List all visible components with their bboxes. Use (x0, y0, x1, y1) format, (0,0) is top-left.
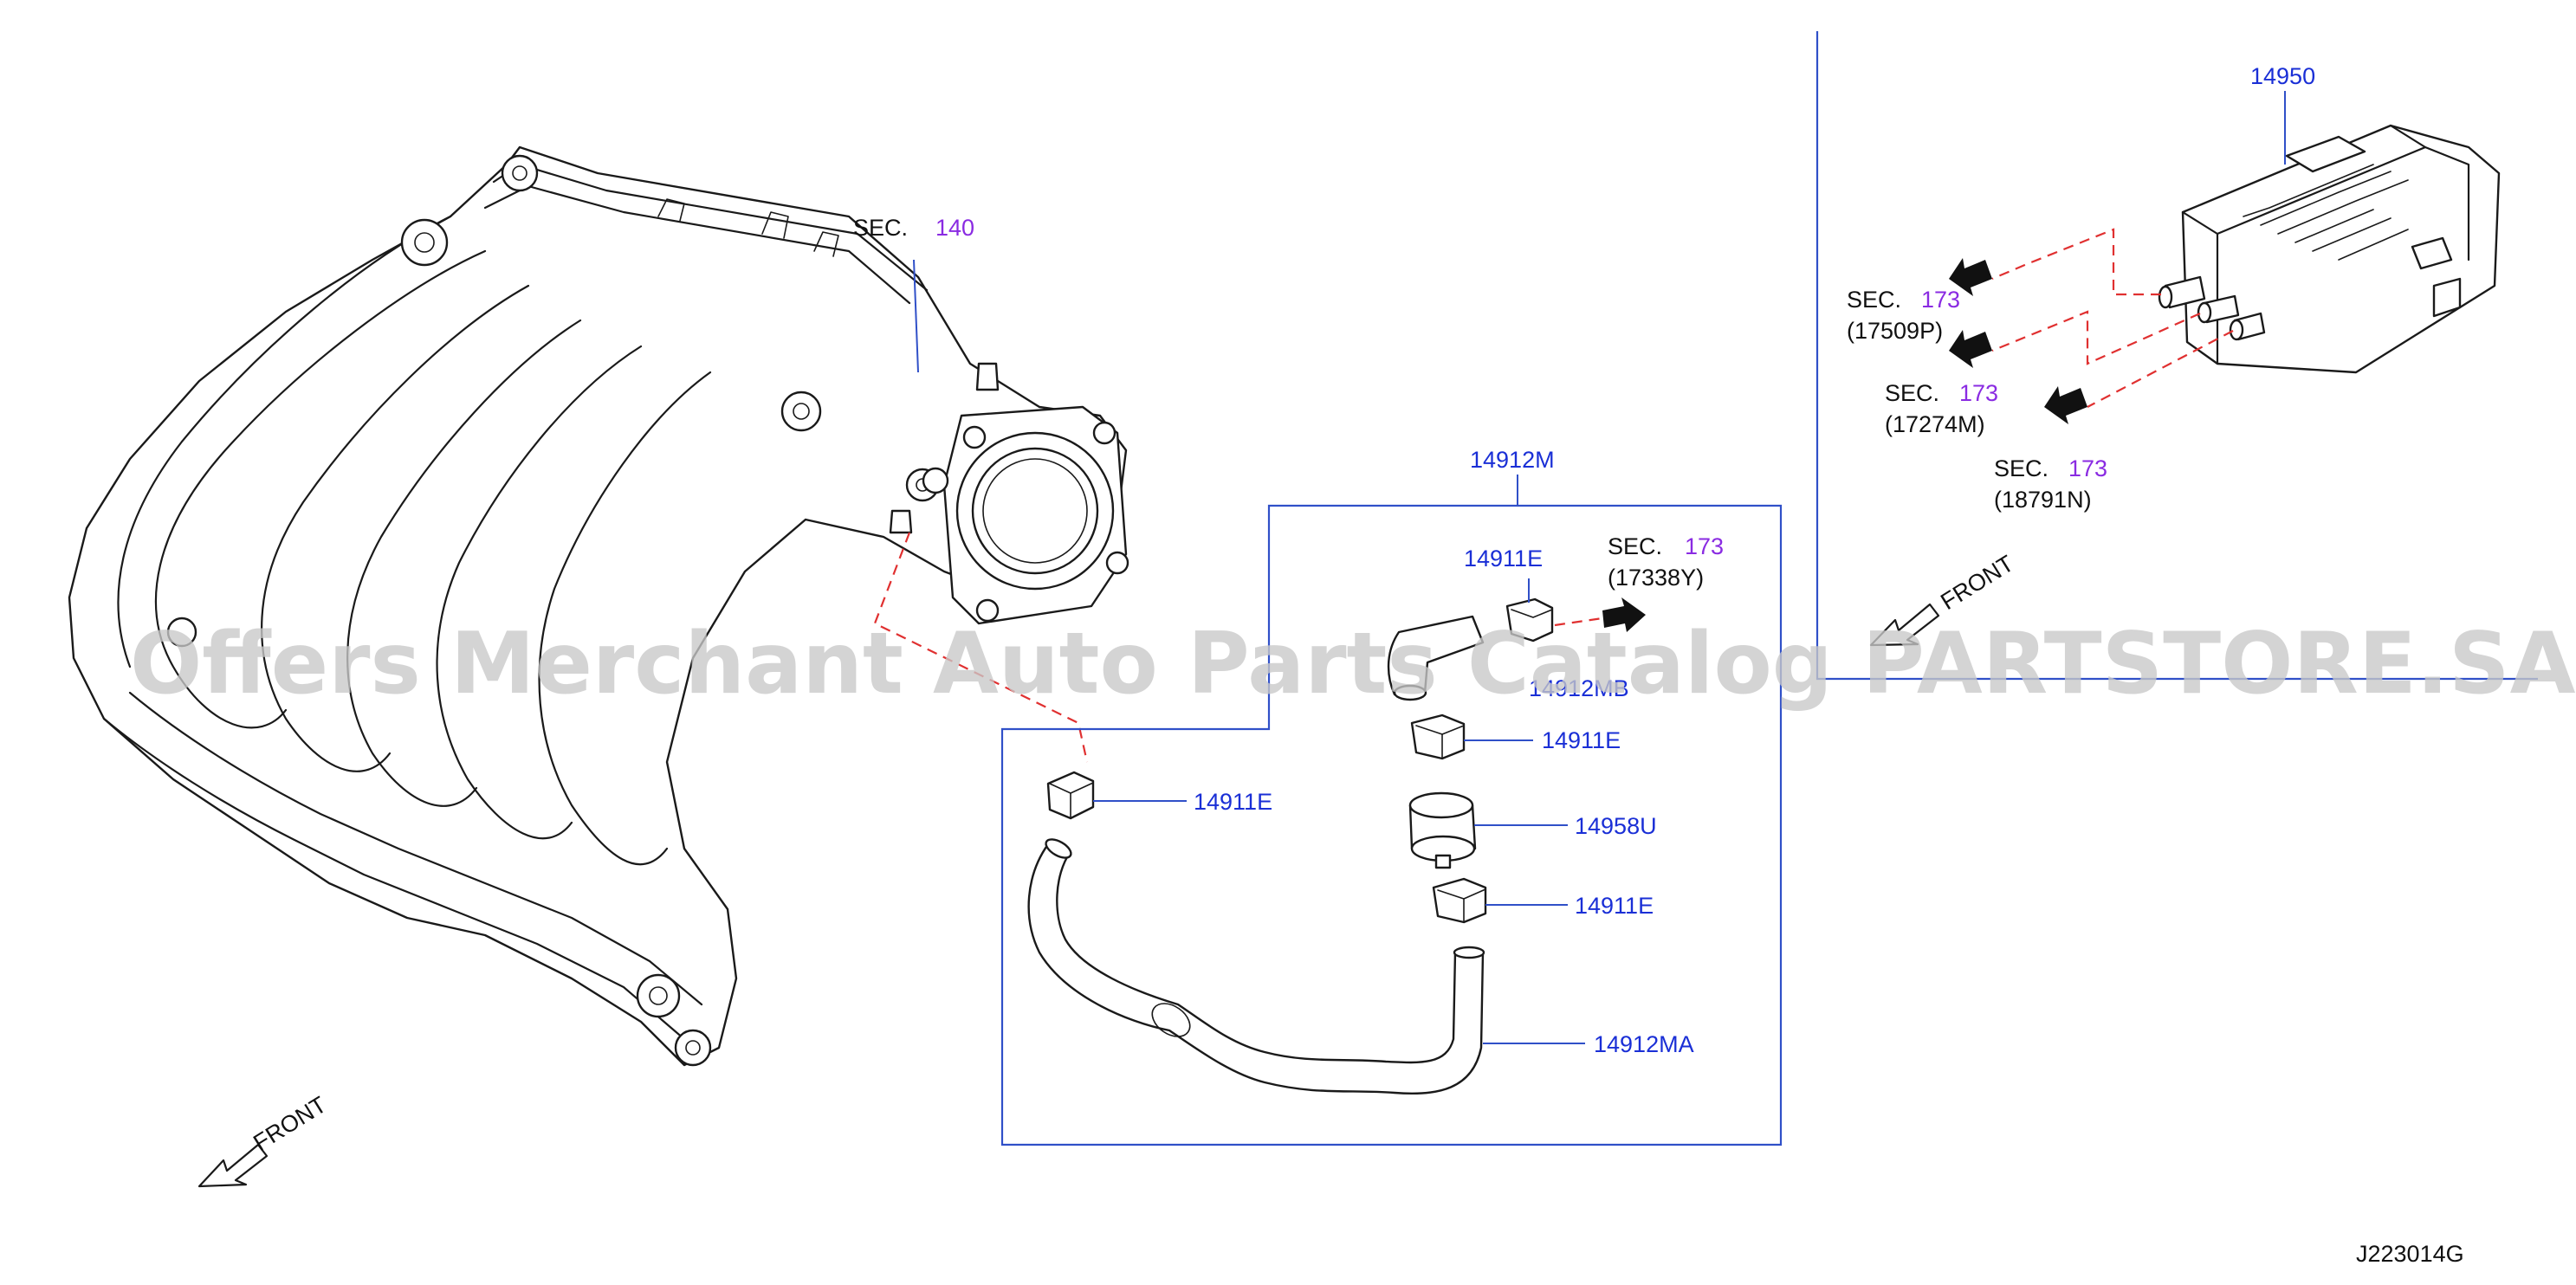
sec-140-number[interactable]: 140 (935, 215, 974, 241)
front-label-right: FRONT (1936, 550, 2018, 615)
arrow-17509p (1949, 258, 1992, 296)
watermark-text: Offers Merchant Auto Parts Catalog PARTS… (130, 615, 2576, 714)
arrow-18791n (2044, 386, 2087, 424)
sec-173-17509p-prefix: SEC. (1847, 287, 1901, 313)
clamp-middle (1410, 714, 1466, 760)
route-17274m (1991, 310, 2201, 365)
front-arrow-right (1869, 603, 1940, 647)
sec-173-18791n-part: (18791N) (1994, 487, 2092, 513)
part-14911e-left-label[interactable]: 14911E (1194, 789, 1272, 815)
sec-173-17338y-prefix: SEC. (1608, 533, 1662, 559)
clamp-upper (1505, 597, 1554, 642)
clamp-lower (1432, 877, 1487, 924)
diagram-id: J223014G (2356, 1241, 2464, 1267)
sec-173-17338y-number[interactable]: 173 (1685, 533, 1724, 559)
part-14911e-middle-label[interactable]: 14911E (1542, 727, 1621, 753)
sec-173-17274m-prefix: SEC. (1885, 380, 1939, 406)
canister-14950 (2158, 124, 2501, 374)
part-14950-label[interactable]: 14950 (2250, 63, 2315, 89)
arrow-17274m (1949, 330, 1992, 368)
part-14912ma-label[interactable]: 14912MA (1594, 1031, 1694, 1057)
sec-173-18791n-prefix: SEC. (1994, 455, 2049, 481)
hose-14912mb (1387, 615, 1485, 701)
intake-manifold (68, 145, 1129, 1067)
part-14911e-upper-label[interactable]: 14911E (1464, 546, 1543, 571)
clamp-left (1046, 771, 1095, 820)
panel-divider (1815, 31, 2538, 681)
front-label-left: FRONT (249, 1091, 331, 1156)
route-17509p (1991, 228, 2161, 296)
part-14911e-lower-label[interactable]: 14911E (1575, 893, 1654, 919)
filter-14958u (1408, 791, 1477, 869)
sec-173-18791n-number[interactable]: 173 (2068, 455, 2107, 481)
sec-173-17509p-part: (17509P) (1847, 318, 1943, 344)
sec-140-leader (913, 259, 919, 373)
sec-173-17274m-number[interactable]: 173 (1959, 380, 1998, 406)
sec-173-17509p-number[interactable]: 173 (1921, 287, 1960, 313)
sec-173-17338y-part: (17338Y) (1608, 565, 1704, 591)
arrow-17338y (1602, 597, 1646, 632)
part-14912mb-label[interactable]: 14912MB (1529, 675, 1629, 701)
part-14912m-label[interactable]: 14912M (1470, 447, 1555, 473)
front-arrow-left (197, 1143, 269, 1188)
part-14958u-label[interactable]: 14958U (1575, 813, 1657, 839)
sec-173-17274m-part: (17274M) (1885, 411, 1985, 437)
route-18791n (2087, 330, 2234, 408)
hose-assembly-frame (1000, 504, 1783, 1146)
vacuum-route-line (873, 532, 1089, 763)
hose-14912ma (1027, 838, 1485, 1095)
sec-140-prefix: SEC. (853, 215, 908, 241)
